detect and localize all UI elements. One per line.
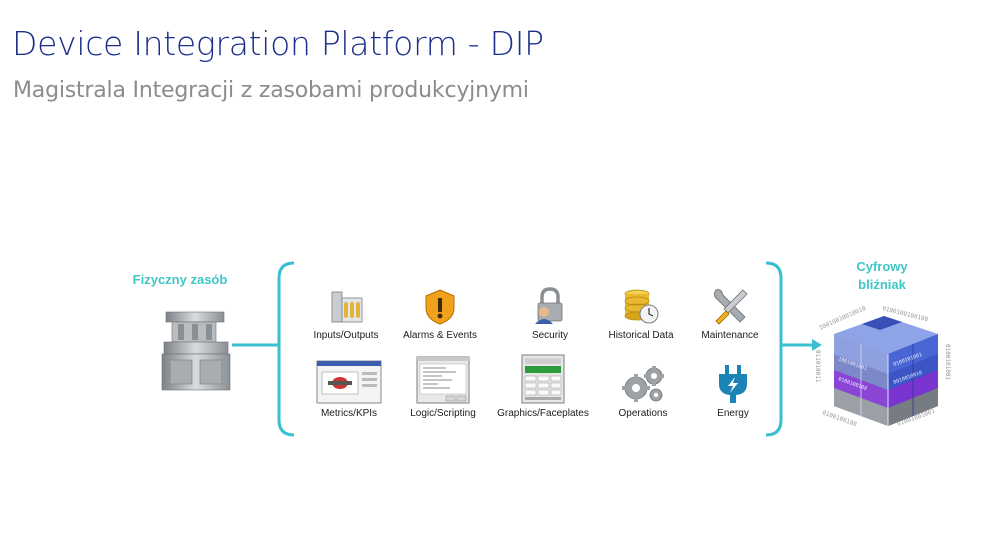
- digital-twin-cube-icon: 10010010010010 0100100100100 0100100100 …: [814, 305, 951, 429]
- capability-label: Maintenance: [701, 330, 759, 341]
- capability-label: Historical Data: [608, 330, 674, 341]
- database-clock-icon: [624, 289, 659, 324]
- physical-asset-label: Fizyczny zasób: [132, 272, 228, 287]
- capability-label: Inputs/Outputs: [313, 330, 379, 341]
- capability-logic-scripting: Logic/Scripting: [393, 356, 493, 419]
- svg-text:011010011: 011010011: [814, 350, 821, 383]
- capability-label: Graphics/Faceplates: [497, 408, 589, 419]
- capability-historical-data: Historical Data: [591, 282, 691, 341]
- capability-graphics-faceplates: Graphics/Faceplates: [493, 354, 593, 419]
- capability-label: Logic/Scripting: [410, 408, 476, 419]
- capability-alarms-events: Alarms & Events: [390, 282, 490, 341]
- page-subtitle: Magistrala Integracji z zasobami produkc…: [13, 78, 529, 103]
- digital-twin-label: Cyfrowy bliźniak: [832, 258, 932, 294]
- digital-twin-label-line2: bliźniak: [858, 277, 906, 292]
- padlock-user-icon: [535, 287, 563, 324]
- digital-twin-label-line1: Cyfrowy: [856, 259, 908, 274]
- capability-inputs-outputs: Inputs/Outputs: [296, 282, 396, 341]
- script-window-icon: [416, 356, 470, 404]
- capability-label: Energy: [717, 408, 749, 419]
- capability-label: Metrics/KPIs: [320, 408, 378, 419]
- io-modules-icon: [331, 291, 363, 323]
- svg-text:0100101001: 0100101001: [944, 344, 951, 381]
- capability-security: Security: [500, 282, 600, 341]
- tablet-press-machine-icon: [161, 311, 231, 391]
- capability-operations: Operations: [593, 360, 693, 419]
- power-plug-icon: [719, 365, 747, 403]
- metrics-screen-icon: [316, 360, 382, 404]
- capability-label: Alarms & Events: [403, 330, 477, 341]
- gears-icon: [622, 366, 664, 402]
- wrench-screwdriver-icon: [714, 289, 748, 325]
- capability-metrics-kpis: Metrics/KPIs: [299, 360, 399, 419]
- faceplate-screen-icon: [521, 354, 565, 404]
- capability-maintenance: Maintenance: [680, 282, 780, 341]
- capability-label: Security: [531, 330, 569, 341]
- warning-shield-icon: [425, 289, 455, 325]
- page-title: Device Integration Platform - DIP: [12, 24, 544, 63]
- capability-label: Operations: [618, 408, 668, 419]
- capability-energy: Energy: [683, 360, 783, 419]
